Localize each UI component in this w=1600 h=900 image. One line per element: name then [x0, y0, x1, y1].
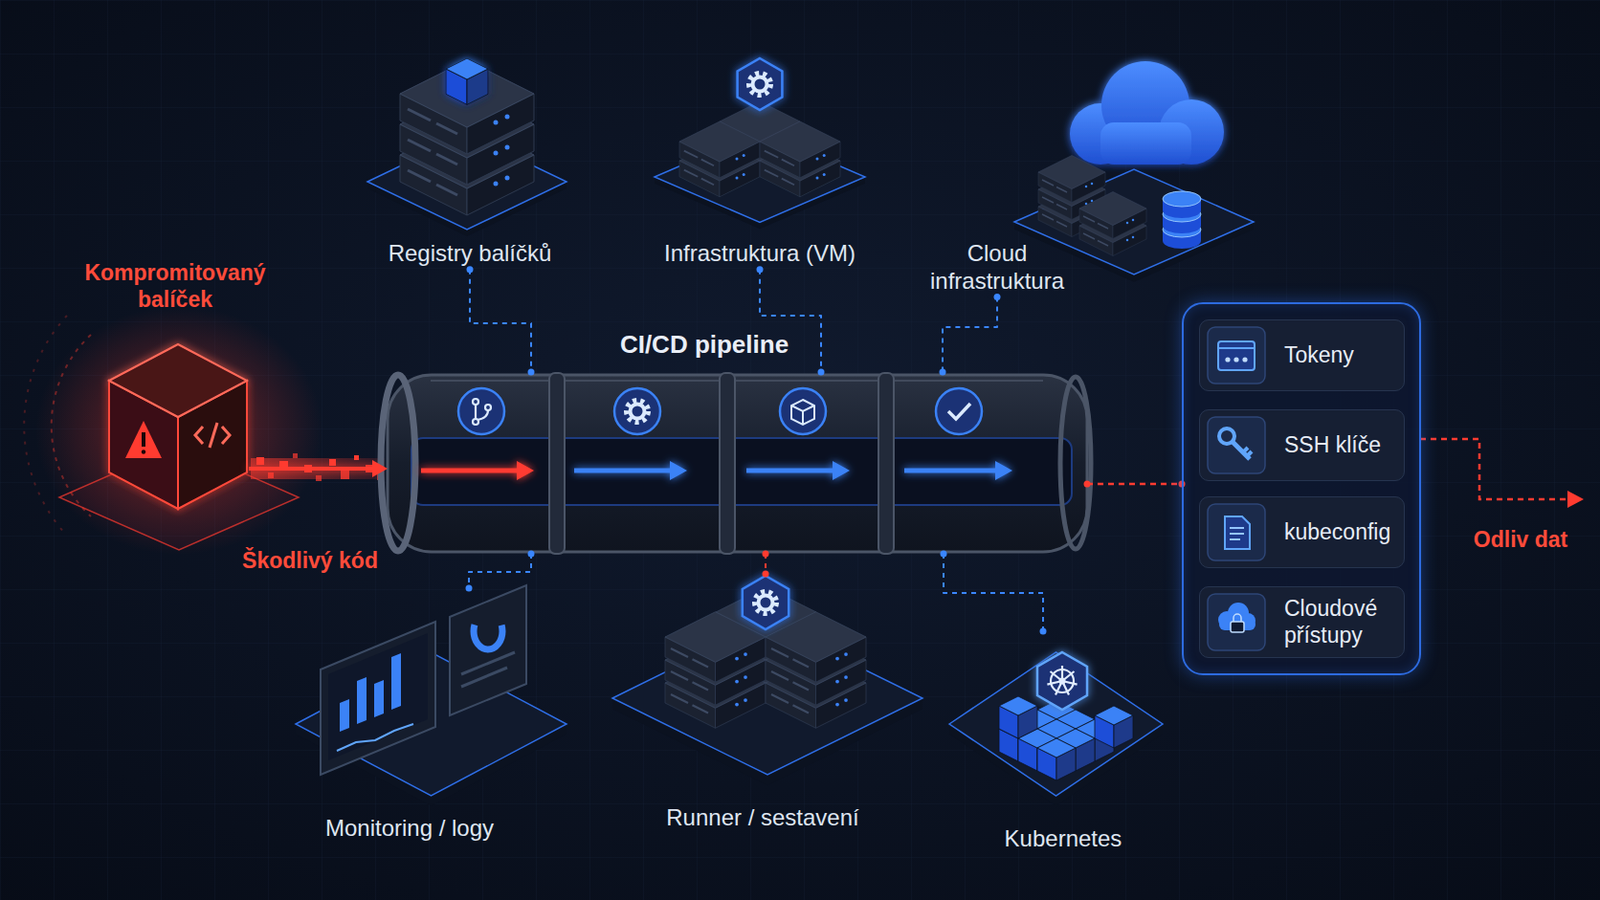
build-runner: Runner / sestavení — [612, 574, 924, 835]
secret-item: SSH klíče — [1199, 409, 1405, 482]
connector — [248, 466, 377, 471]
connector-dot — [994, 293, 1001, 301]
node-label: Registry balíčků — [388, 240, 553, 268]
connector-dot — [528, 551, 535, 558]
node-label: Infrastruktura (VM) — [664, 240, 856, 268]
vm-infrastructure: Infrastruktura (VM) — [654, 52, 866, 270]
node-label: SSH klíče — [1284, 432, 1381, 460]
node-label: Kompromitovaný balíček — [60, 260, 290, 313]
node-label: Kubernetes — [1004, 825, 1123, 854]
connector-dot — [528, 369, 535, 377]
pipeline-tube: CI/CD pipeline — [387, 372, 1088, 555]
arrowhead — [372, 460, 388, 478]
node-label: CI/CD pipeline — [620, 330, 789, 360]
connector-dot — [940, 551, 948, 558]
package-registry: Registry balíčků — [367, 57, 567, 270]
connector-dot — [939, 369, 947, 377]
connector — [469, 269, 532, 373]
connector-dot — [1084, 481, 1091, 489]
connector — [1087, 483, 1182, 487]
exfiltration-label: Odliv dat — [1473, 527, 1568, 555]
secrets-panel: TokenySSH klíče kubeconfigCloudové přístu… — [1181, 302, 1422, 676]
monitoring: Monitoring / logy — [295, 588, 567, 845]
node-label: Runner / sestavení — [666, 804, 859, 833]
connector-dot — [762, 551, 770, 558]
secret-item: Cloudové přístupy — [1199, 586, 1405, 659]
connector — [943, 554, 1044, 632]
cloud-infrastructure: Cloud infrastruktura — [913, 52, 1260, 298]
connector — [468, 554, 532, 589]
secret-item: Tokeny — [1199, 319, 1405, 392]
compromised-package: Kompromitovaný balíček — [107, 339, 249, 512]
connector-dot — [466, 585, 473, 593]
node-label: kubeconfig — [1284, 519, 1391, 547]
connector-dot — [466, 266, 474, 273]
connector-dot — [818, 369, 825, 377]
kubernetes-cluster: Kubernetes — [949, 631, 1163, 856]
connector-dot — [1040, 628, 1047, 636]
secret-item: kubeconfig — [1199, 496, 1405, 569]
connector-dot — [762, 571, 770, 578]
connector — [942, 297, 998, 373]
connector-dot — [756, 266, 764, 273]
node-label: Monitoring / logy — [325, 815, 494, 844]
node-label: Tokeny — [1284, 342, 1355, 370]
node-label: Cloud infrastruktura — [913, 240, 1082, 296]
node-label: Cloudové přístupy — [1284, 596, 1395, 649]
edge-label: Škodlivý kód — [242, 548, 378, 576]
